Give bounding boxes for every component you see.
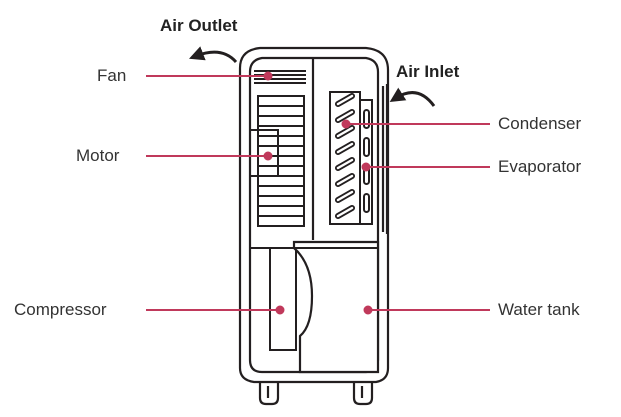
caster-wheels	[258, 380, 374, 406]
leader-lines	[146, 71, 490, 315]
coil-panels	[329, 91, 373, 225]
air-inlet-arrow	[389, 87, 436, 107]
motor-box	[249, 129, 279, 177]
fan-label: Fan	[97, 66, 127, 85]
water-tank-label: Water tank	[498, 300, 580, 319]
evaporator-label: Evaporator	[498, 157, 582, 176]
air-outlet-arrow	[188, 46, 238, 64]
air-outlet-label: Air Outlet	[160, 16, 238, 35]
compressor-panel	[250, 247, 297, 351]
water-tank	[292, 240, 380, 374]
compressor-label: Compressor	[14, 300, 107, 319]
air-inlet-label: Air Inlet	[396, 62, 460, 81]
fan-grille	[257, 95, 305, 227]
motor-label: Motor	[76, 146, 120, 165]
condenser-label: Condenser	[498, 114, 582, 133]
